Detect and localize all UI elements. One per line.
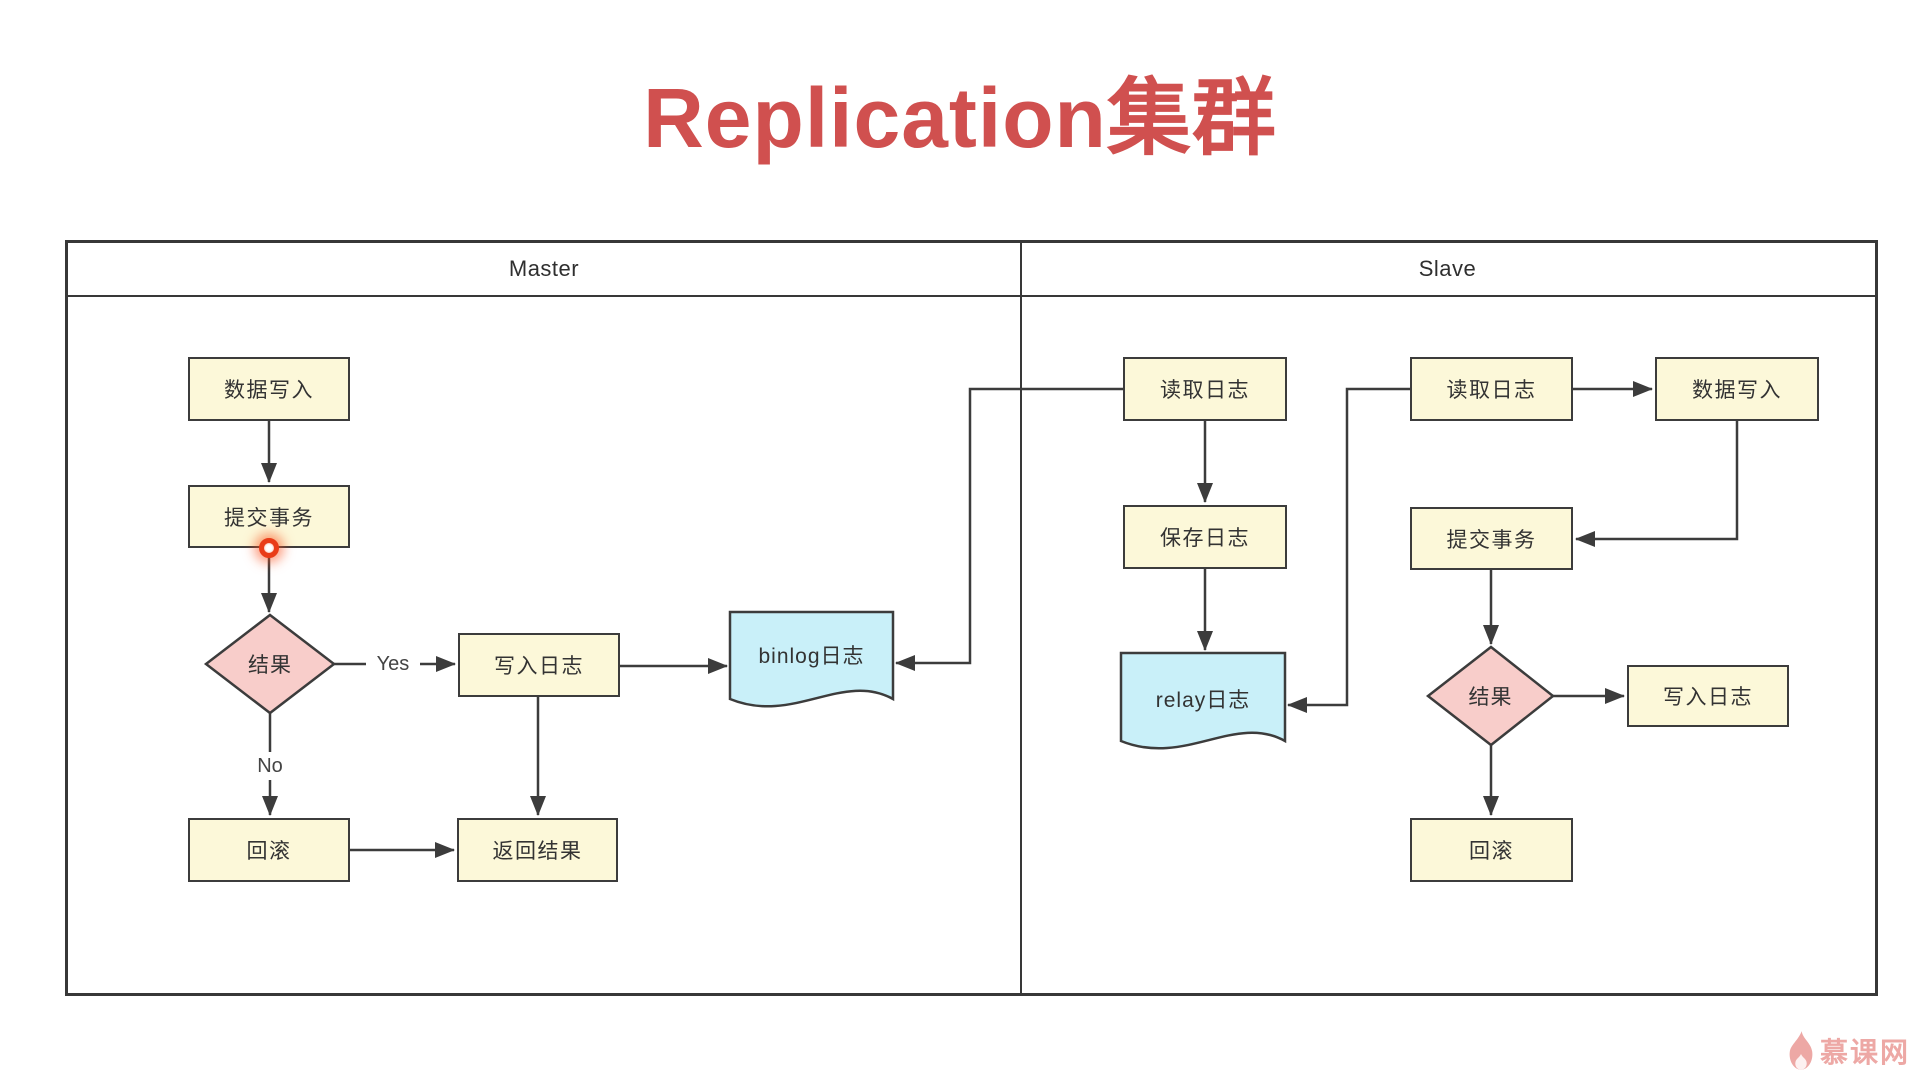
panel-header-row: Master Slave bbox=[68, 243, 1875, 297]
master-commit-node: 提交事务 bbox=[188, 485, 350, 548]
click-indicator-dot bbox=[259, 538, 279, 558]
master-binlog-label: binlog日志 bbox=[758, 645, 865, 668]
panel-divider bbox=[1020, 243, 1022, 993]
cluster-panel: Master Slave bbox=[65, 240, 1878, 996]
slave-commit-node: 提交事务 bbox=[1410, 507, 1573, 570]
master-write-log-node: 写入日志 bbox=[458, 633, 620, 697]
edge-label-yes: Yes bbox=[366, 650, 420, 678]
master-return-result-node: 返回结果 bbox=[457, 818, 618, 882]
edge-label-no: No bbox=[243, 752, 297, 780]
master-rollback-node: 回滚 bbox=[188, 818, 350, 882]
flame-icon bbox=[1789, 1031, 1813, 1070]
slave-rollback-node: 回滚 bbox=[1410, 818, 1573, 882]
slave-panel-header: Slave bbox=[1418, 256, 1477, 281]
slave-result-label: 结果 bbox=[1468, 686, 1513, 709]
master-result-label: 结果 bbox=[248, 654, 292, 677]
slave-read-log-io-node: 读取日志 bbox=[1123, 357, 1287, 421]
master-panel-header: Master bbox=[508, 256, 580, 281]
slave-write-log-node: 写入日志 bbox=[1627, 665, 1789, 727]
master-data-write-node: 数据写入 bbox=[188, 357, 350, 421]
slave-save-log-node: 保存日志 bbox=[1123, 505, 1287, 569]
imooc-watermark: 慕课网 bbox=[1787, 1030, 1910, 1072]
watermark-text: 慕课网 bbox=[1819, 1037, 1910, 1068]
slave-relaylog-label: relay日志 bbox=[1155, 689, 1251, 712]
page-title: Replication集群 bbox=[643, 71, 1277, 165]
slave-read-log-sql-node: 读取日志 bbox=[1410, 357, 1573, 421]
slave-data-write-node: 数据写入 bbox=[1655, 357, 1819, 421]
